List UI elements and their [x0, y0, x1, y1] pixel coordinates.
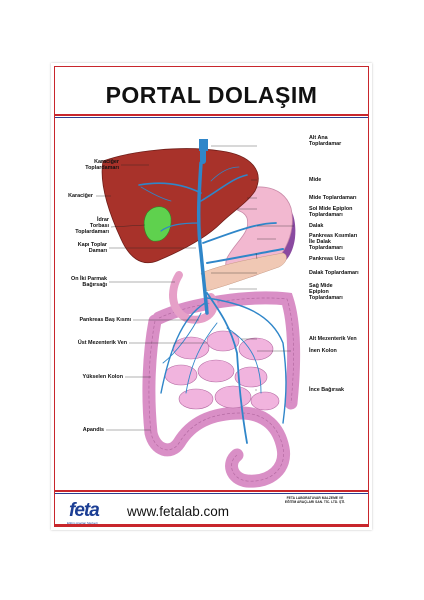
logo-subtitle: Eğitim Araçları Merkezi	[67, 521, 98, 525]
label-sol-mide-epiplon: Sol Mide Epiplon Toplardamarı	[309, 206, 353, 219]
liver-shape	[101, 148, 259, 264]
poster-title: PORTAL DOLAŞIM	[105, 82, 318, 108]
label-alt-ana: Alt Ana Toplardamar	[309, 135, 342, 148]
bottom-divider	[55, 524, 368, 526]
website-link[interactable]: www.fetalab.com	[127, 504, 230, 519]
label-on-iki-parmak: On İki Parmak Bağırsağı	[71, 276, 107, 289]
label-karaciger-toplardamari: Karaciğer Toplardamarı	[85, 159, 119, 172]
label-karaciger: Karaciğer	[68, 193, 93, 199]
company-name: FETA LABORATUVAR MALZEME VE EĞİTİM ARAÇL…	[284, 496, 346, 504]
label-kapi-toplar: Kapı Toplar Damarı	[77, 242, 107, 255]
feta-logo: feta	[69, 500, 100, 521]
label-dalak-toplardamari: Dalak Toplardamarı	[309, 270, 359, 276]
colon-outline	[148, 297, 294, 482]
label-pankreas-bas: Pankreas Baş Kısmı	[79, 317, 131, 323]
label-pankreas-kisimlari: Pankreas Kısımları İle Dalak Toplardamar…	[309, 233, 358, 252]
inferior-vena-cava	[199, 139, 208, 151]
label-apandis: Apandis	[82, 427, 104, 433]
poster: PORTAL DOLAŞIM	[51, 63, 372, 530]
poster-frame	[54, 66, 369, 527]
anatomy-illustration	[96, 139, 301, 488]
label-dalak: Dalak	[309, 223, 324, 229]
label-yukselen-kolon: Yükselen Kolon	[82, 374, 123, 380]
label-mide-toplardamari: Mide Toplardamarı	[309, 195, 357, 201]
label-ust-mezenterik: Üst Mezenterik Ven	[77, 340, 127, 346]
gallbladder-shape	[143, 206, 172, 242]
footer-divider-blue	[55, 493, 368, 494]
label-mide: Mide	[309, 177, 322, 183]
title-divider	[55, 114, 368, 116]
pancreas-shape	[200, 252, 287, 292]
label-inen-kolon: İnen Kolon	[309, 348, 337, 354]
label-ince-bagirsak: İnce Bağırsak	[309, 387, 345, 393]
label-sag-mide-epiplon: Sağ Mide Epiplon Toplardamarı	[309, 283, 343, 302]
title-divider-blue	[55, 117, 368, 118]
label-pankreas-ucu: Pankreas Ucu	[309, 256, 345, 262]
leader-lines	[96, 145, 294, 431]
portal-vein-network	[138, 140, 287, 444]
label-idrar-torbasi: İdrar Torbası Toplardamarı	[75, 217, 109, 236]
label-alt-mezenterik: Alt Mezenterik Ven	[309, 336, 357, 342]
footer-divider	[55, 490, 368, 492]
